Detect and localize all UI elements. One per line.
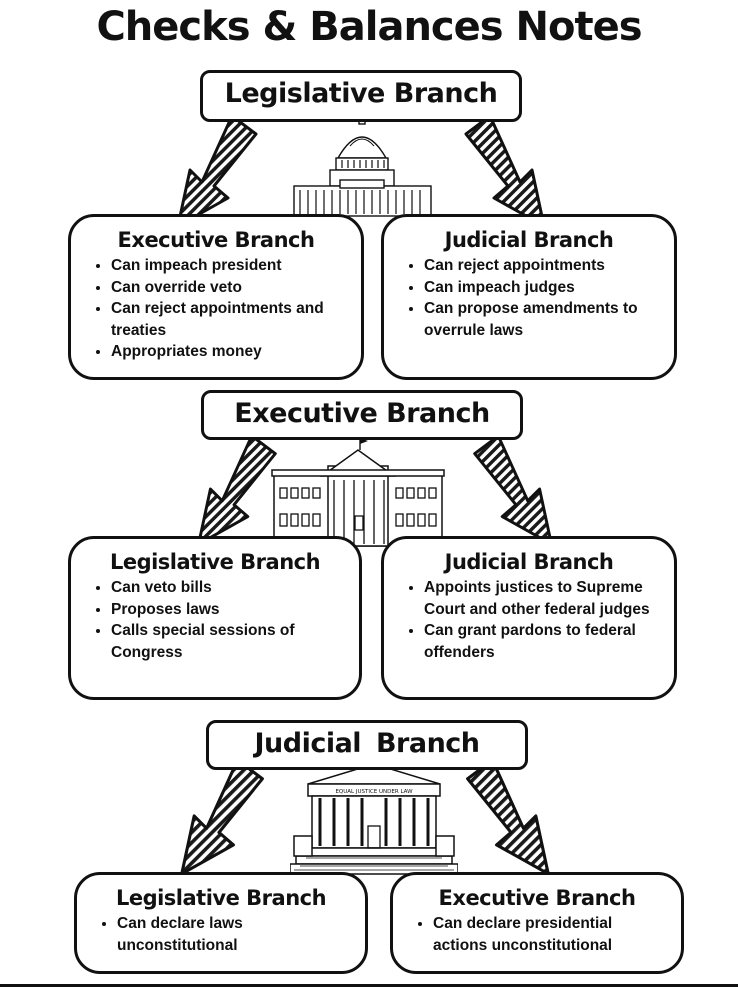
card-executive-checks-legislative: Legislative Branch Can veto bills Propos… [68,536,362,700]
arrow-down-right-icon [466,758,550,876]
checks-list: Can impeach president Can override veto … [71,255,361,363]
list-item: Can grant pardons to federal offenders [424,620,664,663]
card-title: Executive Branch [438,886,636,910]
card-executive-checks-judicial: Judicial Branch Appoints justices to Sup… [381,536,677,700]
list-item: Can impeach president [111,255,351,277]
checks-list: Can declare presidential actions unconst… [393,913,681,956]
branch-header-judicial: Judicial Branch [206,720,528,770]
list-item: Can impeach judges [424,277,664,299]
checks-list: Can declare laws unconstitutional [77,913,365,956]
list-item: Proposes laws [111,599,349,621]
card-judicial-checks-legislative: Legislative Branch Can declare laws unco… [74,872,368,974]
checks-list: Can reject appointments Can impeach judg… [384,255,674,341]
list-item: Can propose amendments to overrule laws [424,298,664,341]
white-house-icon [271,438,445,547]
checks-list: Appoints justices to Supreme Court and o… [384,577,674,663]
list-item: Appoints justices to Supreme Court and o… [424,577,664,620]
arrow-down-left-icon [176,114,258,228]
capitol-building-icon [293,111,432,217]
card-title: Judicial Branch [444,550,614,574]
list-item: Can reject appointments [424,255,664,277]
building-inscription: EQUAL JUSTICE UNDER LAW [335,789,413,795]
checks-list: Can veto bills Proposes laws Calls speci… [71,577,359,663]
list-item: Can override veto [111,277,351,299]
card-title: Legislative Branch [109,550,321,574]
branch-header-legislative: Legislative Branch [200,70,522,122]
branch-header-executive: Executive Branch [201,390,523,440]
list-item: Appropriates money [111,341,351,363]
card-title: Executive Branch [117,228,315,252]
card-judicial-checks-executive: Executive Branch Can declare presidentia… [390,872,684,974]
list-item: Can reject appointments and treaties [111,298,351,341]
card-title: Judicial Branch [444,228,614,252]
arrow-down-right-icon [473,434,553,546]
card-legislative-checks-judicial: Judicial Branch Can reject appointments … [381,214,677,380]
card-title: Legislative Branch [115,886,327,910]
supreme-court-building-icon: EQUAL JUSTICE UNDER LAW [290,763,458,875]
list-item: Can veto bills [111,577,349,599]
page-title: Checks & Balances Notes [96,4,642,50]
list-item: Can declare presidential actions unconst… [433,913,621,956]
card-legislative-checks-executive: Executive Branch Can impeach president C… [68,214,364,380]
arrow-down-left-icon [180,758,264,876]
arrow-down-left-icon [197,434,277,546]
list-item: Calls special sessions of Congress [111,620,349,663]
bottom-divider [0,984,738,987]
arrow-down-right-icon [464,114,546,228]
list-item: Can declare laws unconstitutional [117,913,285,956]
